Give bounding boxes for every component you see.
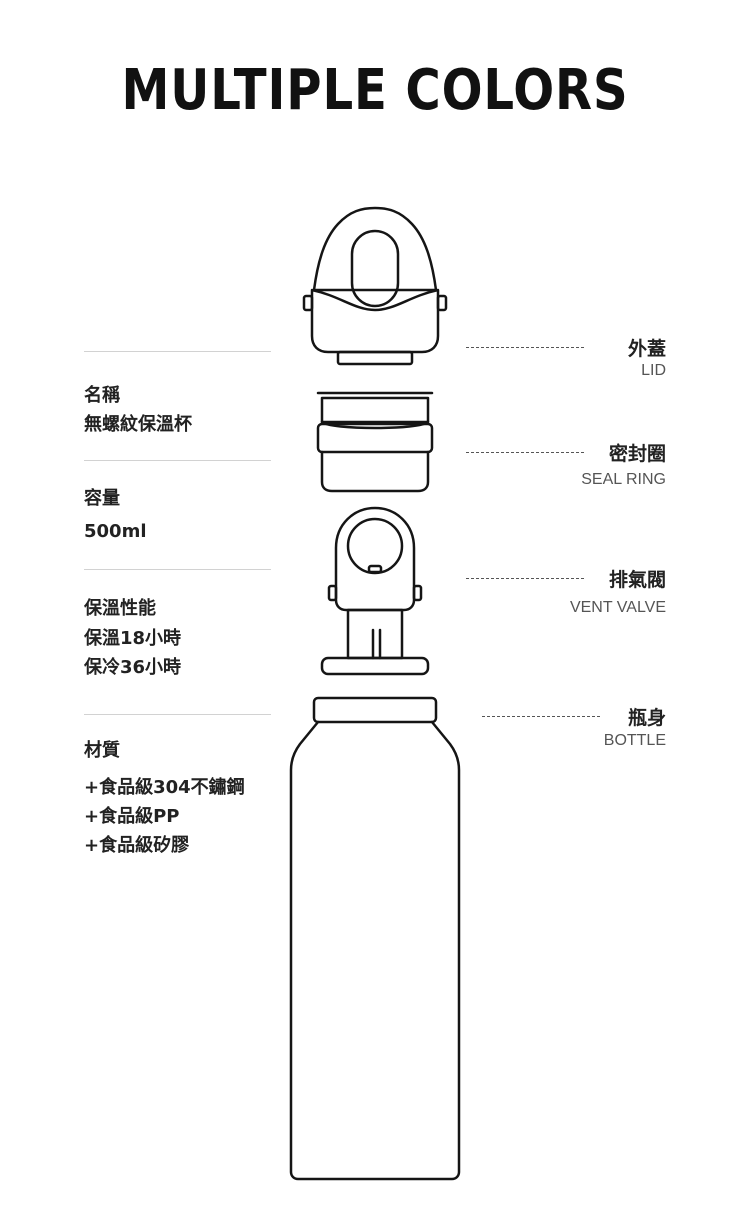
bottle-illustration bbox=[289, 696, 461, 1181]
spec-material: 材質 +食品級304不鏽鋼 +食品級PP +食品級矽膠 bbox=[84, 736, 245, 860]
spec-divider bbox=[84, 351, 271, 352]
leader-line-seal-ring bbox=[466, 452, 584, 453]
spec-label: 名稱 bbox=[84, 385, 120, 406]
part-label-vent-valve-en: VENT VALVE bbox=[569, 599, 666, 616]
lid-illustration bbox=[302, 206, 448, 366]
spec-label: 保溫性能 bbox=[84, 598, 156, 619]
spec-value: 保冷36小時 bbox=[84, 657, 182, 678]
leader-line-lid bbox=[466, 347, 584, 348]
spec-divider bbox=[84, 569, 271, 570]
part-label-lid: 外蓋 bbox=[627, 338, 666, 360]
part-label-bottle: 瓶身 bbox=[627, 707, 666, 729]
spec-divider bbox=[84, 460, 271, 461]
spec-value: 保溫18小時 bbox=[84, 628, 182, 649]
part-label-seal-ring: 密封圈 bbox=[608, 443, 666, 465]
spec-divider bbox=[84, 714, 271, 715]
seal-ring-illustration bbox=[316, 391, 434, 493]
spec-value: 無螺紋保溫杯 bbox=[84, 414, 192, 435]
leader-line-vent-valve bbox=[466, 578, 584, 579]
vent-valve-illustration bbox=[320, 506, 430, 676]
spec-label: 材質 bbox=[84, 740, 120, 761]
spec-capacity: 容量 500ml bbox=[84, 484, 147, 546]
part-label-vent-valve: 排氣閥 bbox=[608, 569, 666, 591]
leader-line-bottle bbox=[482, 716, 600, 717]
spec-name: 名稱 無螺紋保溫杯 bbox=[84, 381, 192, 439]
part-label-lid-en: LID bbox=[641, 362, 666, 379]
part-label-seal-ring-en: SEAL RING bbox=[581, 471, 666, 488]
spec-label: 容量 bbox=[84, 488, 120, 509]
spec-value: +食品級304不鏽鋼 bbox=[84, 777, 245, 798]
spec-value: 500ml bbox=[84, 521, 147, 542]
spec-insulation: 保溫性能 保溫18小時 保冷36小時 bbox=[84, 594, 181, 682]
spec-value: +食品級PP bbox=[84, 806, 180, 827]
part-label-bottle-en: BOTTLE bbox=[603, 732, 666, 749]
spec-value: +食品級矽膠 bbox=[84, 835, 190, 856]
page-title: MULTIPLE COLORS bbox=[121, 58, 629, 123]
